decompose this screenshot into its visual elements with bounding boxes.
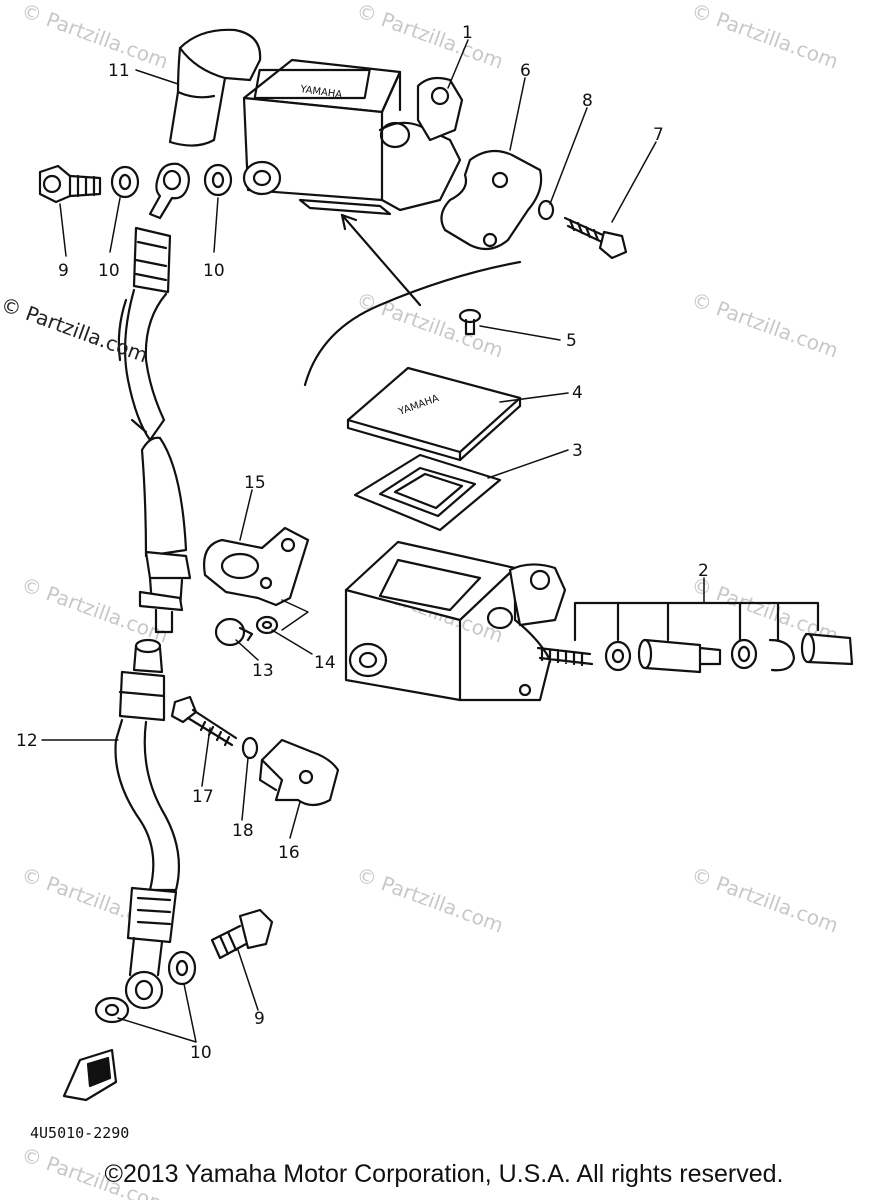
watermark: © Partzilla.com (688, 287, 841, 362)
watermark: © Partzilla.com (18, 572, 171, 647)
part-label-4: 4 (572, 383, 583, 403)
part-label-3: 3 (572, 441, 583, 461)
part-label-11: 11 (108, 61, 130, 81)
banjo-bolt-bottom-part (210, 908, 274, 960)
bolt-7-part (563, 216, 628, 260)
washer-10-top-right-part (203, 163, 233, 197)
part-label-13: 13 (252, 661, 274, 681)
copyright-footer: ©2013 Yamaha Motor Corporation, U.S.A. A… (104, 1160, 784, 1188)
part-label-5: 5 (566, 331, 577, 351)
drawing-code: 4U5010-2290 (30, 1124, 129, 1142)
assembly-arrow-head (340, 213, 358, 231)
diaphragm-part (353, 453, 502, 532)
callout-bracket-2 (573, 601, 820, 642)
washer-10-bottom-right-part (167, 950, 197, 986)
part-label-9-bottom: 9 (254, 1009, 265, 1029)
hose-clip-part (258, 738, 340, 807)
part-label-10-top-right: 10 (203, 261, 225, 281)
bolt-13-part (214, 617, 254, 647)
watermark: © Partzilla.com (688, 862, 841, 937)
part-label-16: 16 (278, 843, 300, 863)
watermark: © Partzilla.com (353, 0, 506, 73)
watermark: © Partzilla.com (353, 287, 506, 362)
watermark: © Partzilla.com (353, 862, 506, 937)
part-labels: 1 6 8 7 11 9 10 10 5 4 3 15 2 13 14 12 1… (16, 23, 709, 1142)
washer-10-top-left-part (110, 165, 140, 199)
part-label-18: 18 (232, 821, 254, 841)
part-label-10-bottom: 10 (190, 1043, 212, 1063)
part-label-8: 8 (582, 91, 593, 111)
part-label-10-top-left: 10 (98, 261, 120, 281)
assembly-guide-line (303, 260, 522, 387)
part-label-7: 7 (653, 125, 664, 145)
watermark: © Partzilla.com (18, 0, 171, 73)
part-label-14: 14 (314, 653, 336, 673)
part-label-12: 12 (16, 731, 38, 751)
watermark: © Partzilla.com (688, 0, 841, 73)
washer-8-part (537, 199, 555, 221)
part-label-2: 2 (698, 561, 709, 581)
banjo-bolt-top-part (38, 164, 102, 204)
brake-hose-lower-part (114, 638, 181, 1010)
part-label-6: 6 (520, 61, 531, 81)
brake-hose-middle-part (138, 436, 192, 634)
master-cylinder-holder-part (440, 149, 543, 251)
screw-5-part (458, 308, 482, 336)
hose-clamp-part (203, 526, 310, 607)
master-cylinder-body-part (344, 540, 567, 702)
washer-10-bottom-left-part (94, 996, 130, 1024)
bolt-17-part (170, 695, 238, 747)
rubber-cap-part (168, 28, 262, 147)
part-label-9-top: 9 (58, 261, 69, 281)
leader-lines (41, 39, 705, 1043)
part-label-17: 17 (192, 787, 214, 807)
brake-hose-upper-part (117, 162, 190, 442)
forward-arrow-icon (62, 1048, 118, 1102)
part-label-15: 15 (244, 473, 266, 493)
part-label-1: 1 (462, 23, 473, 43)
master-cylinder-top-part: YAMAHA (242, 58, 464, 216)
reservoir-cover-part: YAMAHA (346, 366, 522, 462)
washer-18-part (241, 736, 259, 760)
piston-kit-part (536, 632, 854, 674)
assembly-arrow-line (340, 213, 422, 307)
washer-14-part (255, 615, 279, 635)
